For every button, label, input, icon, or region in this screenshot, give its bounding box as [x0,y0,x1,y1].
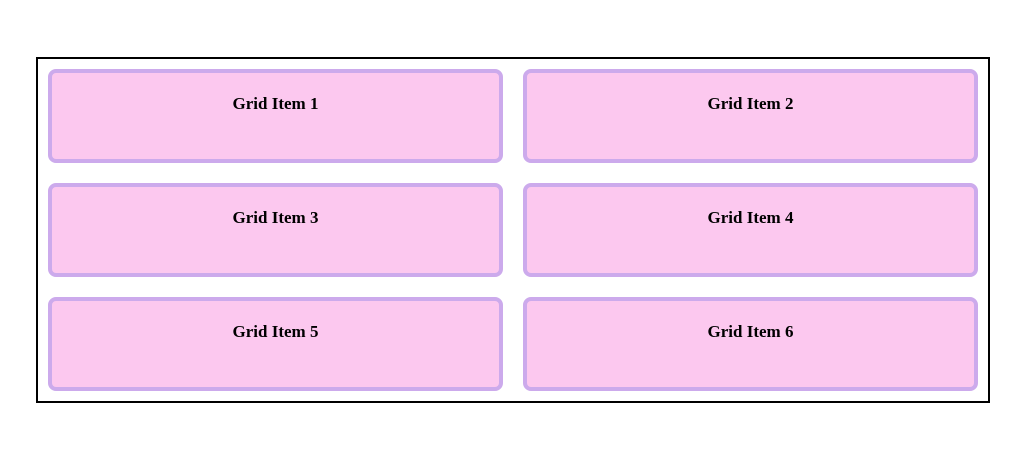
grid-item-5: Grid Item 5 [48,297,503,391]
grid-item-1: Grid Item 1 [48,69,503,163]
grid-item-6: Grid Item 6 [523,297,978,391]
grid-item-4: Grid Item 4 [523,183,978,277]
grid-item-2: Grid Item 2 [523,69,978,163]
grid-item-3: Grid Item 3 [48,183,503,277]
grid-container: Grid Item 1 Grid Item 2 Grid Item 3 Grid… [36,57,990,403]
